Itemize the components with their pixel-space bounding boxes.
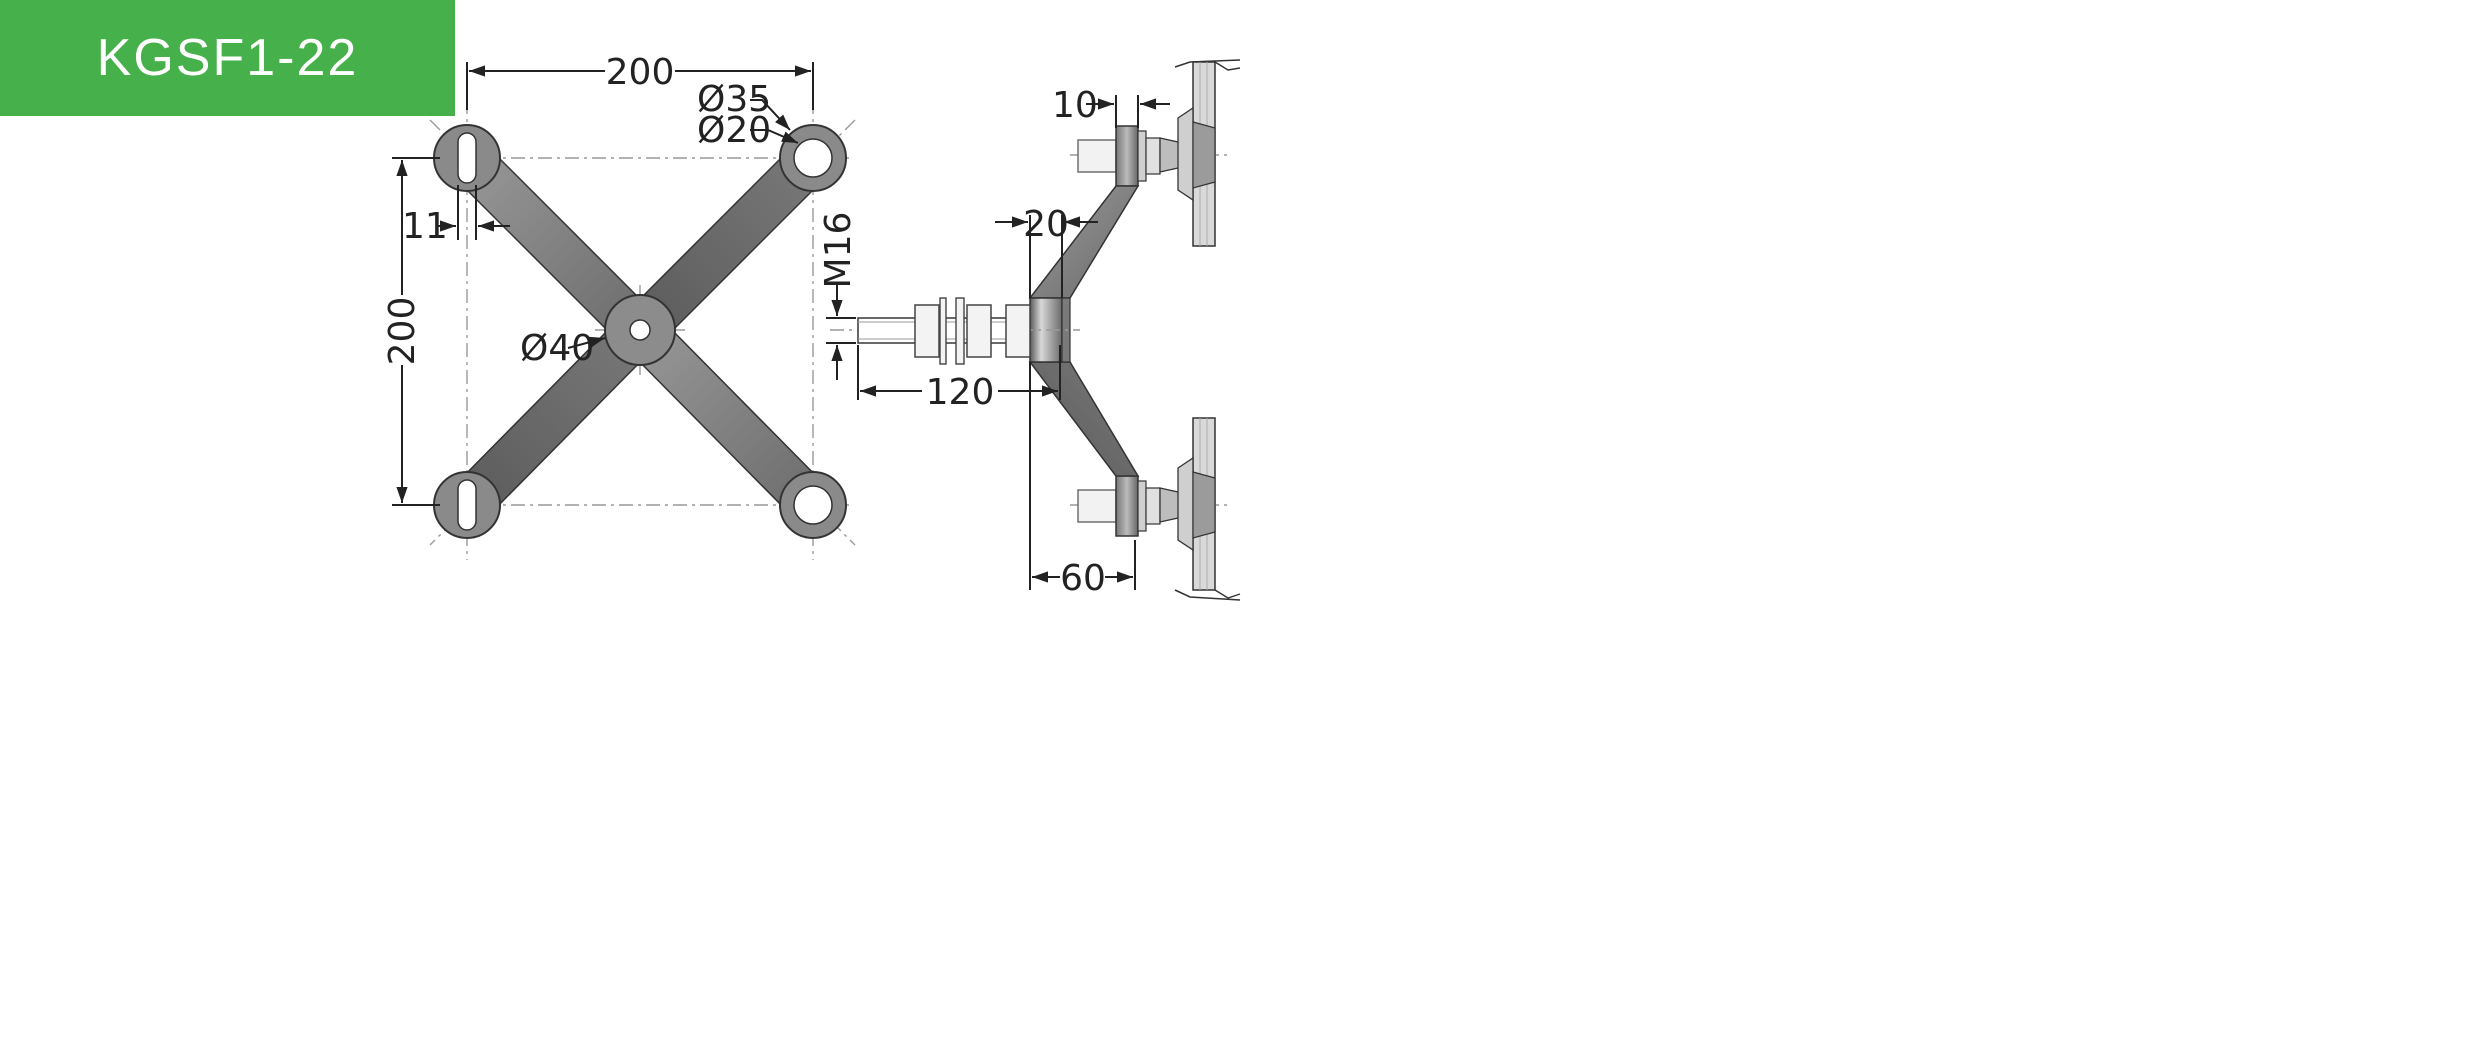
dim-center-diameter-label: Ø40 [520,328,594,369]
dim-depth-label: 60 [1060,558,1106,599]
disc-bottom-left-slotted [433,471,501,539]
side-arm-lower [1028,361,1140,477]
dimension-width: 200 [466,52,814,110]
disc-top-left-slotted [433,124,501,192]
dim-thread-label: M16 [818,212,859,289]
dim-hub-width-label: 20 [1023,204,1069,245]
bolt-assembly [830,297,1080,365]
fitting-top [1070,106,1230,202]
dimension-height: 200 [382,157,440,506]
disc-bottom-right-round [779,471,847,539]
dimension-thread: M16 [818,212,859,380]
leader-diameters: Ø35 Ø20 [697,79,799,151]
dim-slot-label: 11 [402,206,448,247]
dimension-thickness-top: 10 [1052,85,1170,128]
dim-height-label: 200 [382,297,423,366]
front-view: 200 200 11 Ø35 Ø20 Ø40 [382,52,856,560]
leader-center-diameter: Ø40 [520,328,606,369]
dimension-slot: 11 [402,185,510,247]
dim-bolt-length-label: 120 [926,372,995,413]
side-view: M16 10 20 120 [818,59,1241,601]
dimension-depth: 60 [1029,362,1136,599]
center-hub [604,294,676,366]
model-code: KGSF1-22 [96,29,359,87]
disc-top-right-round [779,124,847,192]
dim-thickness-top-label: 10 [1052,85,1098,126]
fitting-bottom [1070,456,1230,552]
model-badge: KGSF1-22 [0,0,455,116]
dim-width-label: 200 [606,52,675,93]
dimension-hub-width: 20 [995,204,1098,298]
dimension-bolt-length: 120 [857,345,1061,413]
